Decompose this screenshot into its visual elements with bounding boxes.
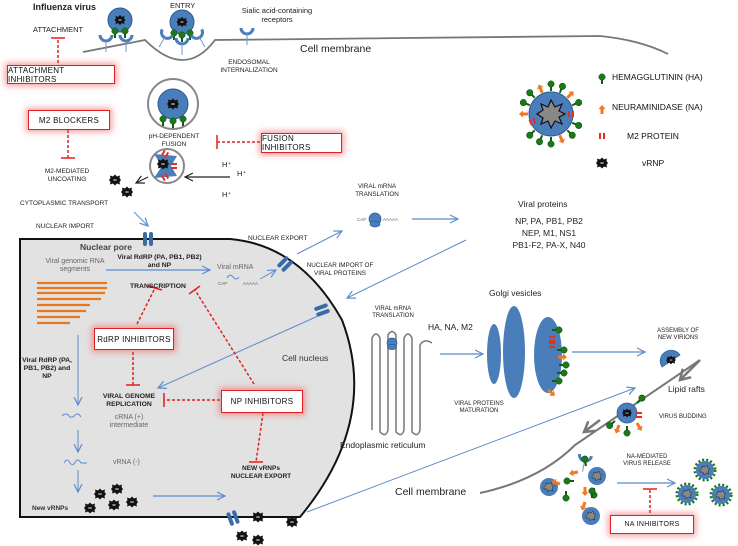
label-h-plus-2: H⁺ <box>237 169 247 178</box>
label-viral-rdrp-left: Viral RdRP (PA, PB1, PB2) and NP <box>22 357 72 381</box>
label-er-translation: VIRAL mRNA TRANSLATION <box>372 306 414 320</box>
viral-protein-line-2: NEP, M1, NS1 <box>521 228 577 238</box>
label-viral-maturation: VIRAL PROTEINS MATURATION <box>454 401 504 415</box>
ha-spike <box>569 97 584 110</box>
label-viral-genomic-rna: Viral genomic RNA segments <box>45 258 105 274</box>
genomic-rna-segments <box>37 281 107 325</box>
na-spike <box>519 110 528 118</box>
ribosome-cytoplasm <box>368 212 382 228</box>
label-h-plus-1: H⁺ <box>222 160 232 169</box>
legend-m2-label: M2 PROTEIN <box>627 131 679 141</box>
endosome <box>147 78 199 130</box>
label-viral-mrna: Viral mRNA <box>217 264 254 271</box>
legend-ha-label: HEMAGGLUTININ (HA) <box>612 72 703 82</box>
legend-m2-icon <box>599 133 605 139</box>
legend-ha-icon <box>597 72 607 85</box>
label-na-release: NA-MEDIATED VIRUS RELEASE <box>623 454 671 468</box>
cell-membrane-bottom <box>479 359 701 494</box>
label-cytoplasmic-transport: CYTOPLASMIC TRANSPORT <box>20 200 109 207</box>
assembly-virion <box>659 349 681 368</box>
label-influenza-virus: Influenza virus <box>33 2 97 12</box>
label-attachment: ATTACHMENT <box>33 25 84 34</box>
golgi-vesicles <box>487 306 571 399</box>
label-ha-na-m2: HA, NA, M2 <box>428 322 473 332</box>
label-viral-genome-replication: VIRAL GENOME REPLICATION <box>102 393 156 409</box>
na-spike <box>556 133 567 145</box>
label-m2-uncoating: M2-MEDIATED UNCOATING <box>44 168 90 183</box>
uncoating-arrow <box>136 177 149 183</box>
ha-spike <box>555 81 568 96</box>
label-vrna: vRNA (-) <box>113 459 140 466</box>
label-lipid-rafts: Lipid rafts <box>668 384 705 394</box>
m2-blockers-box[interactable]: M2 BLOCKERS <box>28 110 110 130</box>
viral-protein-line-3: PB1-F2, PA-X, N40 <box>512 240 586 250</box>
label-nuclear-pore: Nuclear pore <box>80 242 132 252</box>
ha-spike <box>569 118 584 131</box>
label-nuclear-export: NUCLEAR EXPORT <box>248 235 308 242</box>
label-new-vrnps: New vRNPs <box>32 505 69 512</box>
np-inhibitors-box[interactable]: NP INHIBITORS <box>221 390 303 413</box>
label-virus-budding: VIRUS BUDDING <box>659 414 707 420</box>
ha-spike <box>546 136 556 149</box>
legend-na-icon <box>598 105 606 114</box>
viral-protein-line-1: NP, PA, PB1, PB2 <box>515 216 583 226</box>
label-nuclear-import: NUCLEAR IMPORT <box>36 223 95 230</box>
ha-spike <box>518 97 533 110</box>
cell-nucleus <box>19 238 356 518</box>
attaching-virion <box>107 7 133 39</box>
label-new-vrnps-export: NEW vRNPs NUCLEAR EXPORT <box>230 465 292 480</box>
attachment-inhibitors-box[interactable]: ATTACHMENT INHIBITORS <box>7 65 115 84</box>
label-viral-proteins: Viral proteins <box>518 199 568 209</box>
label-transcription: TRANSCRIPTION <box>130 283 186 290</box>
label-cell-membrane-top: Cell membrane <box>300 43 372 55</box>
label-entry: ENTRY <box>170 1 196 10</box>
legend-vrnp-icon <box>596 157 608 169</box>
sialic-receptor-icon <box>239 26 255 47</box>
label-cap: CAP <box>218 281 228 286</box>
label-nuclear-import-proteins: NUCLEAR IMPORT OF VIRAL PROTEINS <box>306 262 374 277</box>
label-viral-rdrp-top: Viral RdRP (PA, PB1, PB2) and NP <box>117 254 202 270</box>
label-h-plus-3: H⁺ <box>222 190 232 199</box>
label-viral-mrna-translation: VIRAL mRNA TRANSLATION <box>355 183 399 198</box>
na-inhibitors-box[interactable]: NA INHIBITORS <box>610 515 694 534</box>
ha-spike <box>534 132 547 147</box>
label-ph-fusion: pH-DEPENDENT FUSION <box>148 133 200 148</box>
label-assembly: ASSEMBLY OF NEW VIRIONS <box>657 328 699 342</box>
label-endosomal-internalization: ENDOSOMAL INTERNALIZATION <box>220 59 278 74</box>
label-sialic-receptors: Sialic acid-containing receptors <box>241 6 313 24</box>
label-endoplasmic-reticulum: Endoplasmic reticulum <box>340 440 426 450</box>
label-cell-membrane-bottom: Cell membrane <box>395 486 467 498</box>
fusion-inhibitors-box[interactable]: FUSION INHIBITORS <box>261 133 342 153</box>
rdrp-inhibitors-box[interactable]: RdRP INHIBITORS <box>94 328 174 350</box>
label-golgi: Golgi vesicles <box>489 288 542 298</box>
legend-vrnp-label: vRNP <box>642 158 665 168</box>
label-cell-nucleus: Cell nucleus <box>282 353 329 363</box>
label-polya: AAAAA <box>243 281 259 286</box>
released-virions <box>675 458 733 507</box>
label-cap-cyto: CAP <box>357 217 367 222</box>
legend-virion <box>528 91 574 137</box>
label-crna: cRNA (+) intermediate <box>109 414 149 430</box>
cell-membrane-top <box>82 35 669 61</box>
budding-virion <box>604 392 648 438</box>
label-polya-cyto: AAAAA <box>383 217 399 222</box>
entry-virion <box>169 9 195 43</box>
endoplasmic-reticulum <box>371 330 433 436</box>
na-spike <box>535 83 546 95</box>
uncoating-endosome <box>149 148 185 184</box>
ribosome-er <box>386 337 398 350</box>
ha-spike <box>546 79 556 92</box>
legend-na-label: NEURAMINIDASE (NA) <box>612 102 703 112</box>
